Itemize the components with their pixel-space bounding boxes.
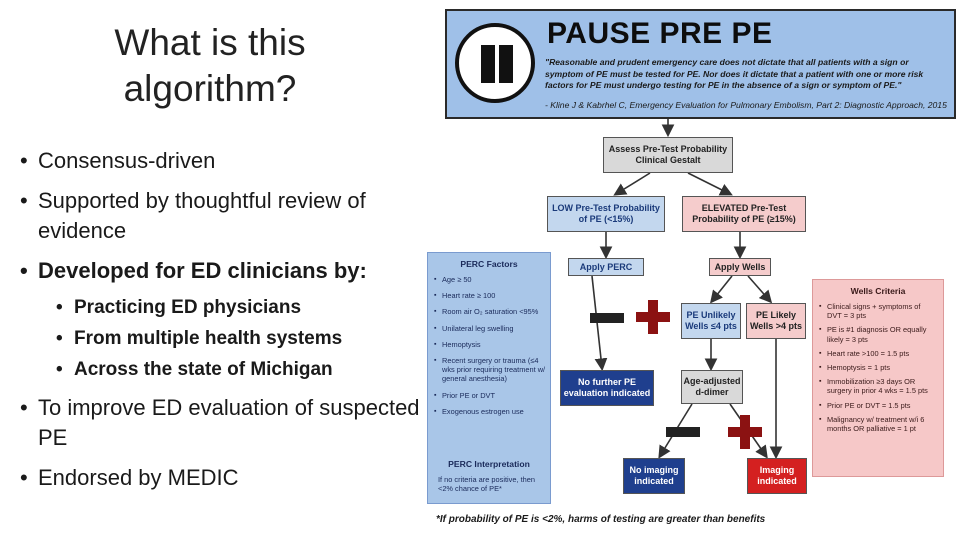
no-imaging-node: No imaging indicated [623, 458, 685, 494]
wells-criteria-item: Prior PE or DVT = 1.5 pts [819, 401, 935, 410]
age-adjusted-ddimer-node: Age-adjusted d-dimer [681, 370, 743, 404]
elevated-probability-node: ELEVATED Pre-Test Probability of PE (≥15… [682, 196, 806, 232]
bullet-item: Developed for ED clinicians by: [20, 256, 420, 286]
wells-criteria-list: Clinical signs + symptoms of DVT = 3 pts… [819, 302, 935, 438]
wells-criteria-item: Heart rate >100 = 1.5 pts [819, 349, 935, 358]
banner-citation: - Kline J & Kabrhel C, Emergency Evaluat… [545, 100, 947, 110]
low-probability-node: LOW Pre-Test Probability of PE (<15%) [547, 196, 665, 232]
bullet-item: Consensus-driven [20, 146, 420, 176]
sub-bullet-list: Practicing ED physicians From multiple h… [20, 292, 420, 385]
wells-criteria-item: Immobilization ≥3 days OR surgery in pri… [819, 377, 935, 395]
imaging-indicated-node: Imaging indicated [747, 458, 807, 494]
bullet-item: Endorsed by MEDIC [20, 463, 420, 493]
pe-algorithm-flowchart: PAUSE PRE PE "Reasonable and prudent eme… [420, 0, 960, 540]
sub-bullet-item: From multiple health systems [20, 323, 420, 354]
perc-factor-item: Hemoptysis [434, 340, 550, 349]
minus-icon [666, 427, 700, 437]
perc-interpretation-text: If no criteria are positive, then <2% ch… [438, 475, 535, 494]
pe-unlikely-node: PE Unlikely Wells ≤4 pts [681, 303, 741, 339]
perc-factor-list: Age ≥ 50 Heart rate ≥ 100 Room air O₂ sa… [434, 275, 550, 423]
perc-factor-item: Unilateral leg swelling [434, 324, 550, 333]
pause-icon [455, 23, 535, 103]
perc-factor-item: Recent surgery or trauma (≤4 wks prior r… [434, 356, 550, 384]
sub-bullet-item: Practicing ED physicians [20, 292, 420, 323]
apply-perc-node: Apply PERC [568, 258, 644, 276]
no-further-evaluation-node: No further PE evaluation indicated [560, 370, 654, 406]
assess-pretest-node: Assess Pre-Test Probability Clinical Ges… [603, 137, 733, 173]
bullet-item: Supported by thoughtful review of eviden… [20, 186, 420, 246]
wells-criteria-panel: Wells Criteria Clinical signs + symptoms… [812, 279, 944, 477]
wells-criteria-item: Malignancy w/ treatment w/i 6 months OR … [819, 415, 935, 433]
pe-likely-node: PE Likely Wells >4 pts [746, 303, 806, 339]
perc-factor-item: Exogenous estrogen use [434, 407, 550, 416]
minus-icon [590, 313, 624, 323]
wells-criteria-item: Clinical signs + symptoms of DVT = 3 pts [819, 302, 935, 320]
perc-factor-item: Age ≥ 50 [434, 275, 550, 284]
bullet-list: Consensus-driven Supported by thoughtful… [20, 146, 420, 503]
perc-factors-panel: PERC Factors Age ≥ 50 Heart rate ≥ 100 R… [427, 252, 551, 504]
pause-pre-pe-banner: PAUSE PRE PE "Reasonable and prudent eme… [445, 9, 956, 119]
wells-criteria-item: Hemoptysis = 1 pts [819, 363, 935, 372]
bullet-item: To improve ED evaluation of suspected PE [20, 393, 420, 453]
wells-panel-title: Wells Criteria [850, 286, 906, 296]
flowchart-footnote: *If probability of PE is <2%, harms of t… [436, 514, 766, 525]
perc-interpretation-title: PERC Interpretation [448, 459, 530, 469]
perc-factor-item: Prior PE or DVT [434, 391, 550, 400]
slide-title: What is this algorithm? [114, 22, 306, 109]
perc-panel-title: PERC Factors [460, 259, 518, 269]
apply-wells-node: Apply Wells [709, 258, 771, 276]
banner-quote: "Reasonable and prudent emergency care d… [545, 57, 924, 90]
perc-factor-item: Room air O₂ saturation <95% [434, 307, 550, 316]
sub-bullet-item: Across the state of Michigan [20, 354, 420, 385]
perc-factor-item: Heart rate ≥ 100 [434, 291, 550, 300]
banner-title: PAUSE PRE PE [547, 17, 773, 50]
wells-criteria-item: PE is #1 diagnosis OR equally likely = 3… [819, 325, 935, 343]
